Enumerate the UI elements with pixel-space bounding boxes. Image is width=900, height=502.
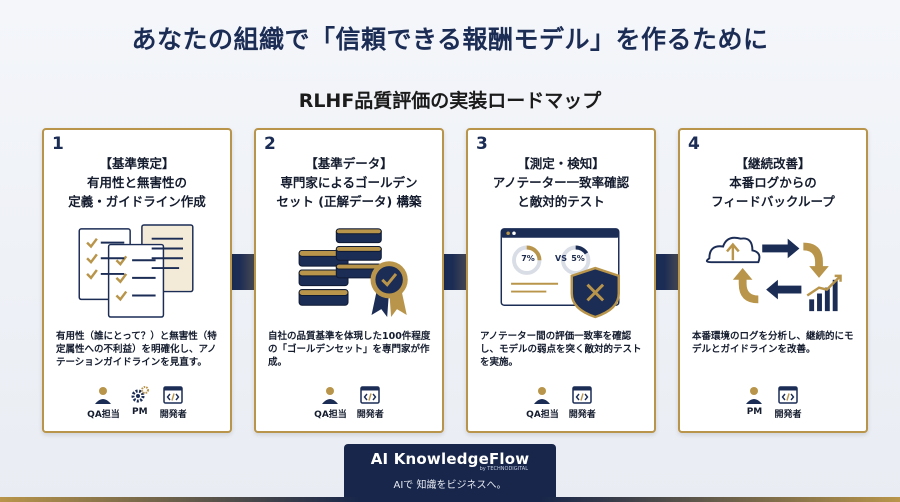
role-qa: QA担当	[526, 385, 559, 420]
step-title: 【測定・検知】 アノテーター一致率確認 と敵対的テスト	[492, 156, 630, 209]
role-developer: 開発者	[569, 385, 596, 420]
person-icon	[322, 387, 339, 404]
role-developer: 開発者	[774, 385, 802, 420]
step-number: 3	[476, 134, 488, 154]
comparison-dashboard-icon	[500, 228, 620, 319]
step-number: 2	[264, 134, 276, 154]
role-developer: 開発者	[160, 385, 187, 420]
step-card-4: 4 【継続改善】 本番ログからの フィードバックループ 本番環境のログを分析し、…	[678, 128, 868, 433]
step-card-2: 2 【基準データ】 専門家によるゴールデン セット (正解データ) 構築 自社の…	[254, 128, 444, 433]
code-window-icon	[778, 386, 798, 404]
brand-byline: by TECHNODIGITAL	[479, 466, 528, 472]
score-left: 7%	[521, 254, 535, 263]
step-number: 4	[688, 134, 700, 154]
role-qa: QA担当	[314, 385, 347, 420]
role-list: QA担当 開発者	[256, 385, 442, 420]
person-icon	[746, 387, 763, 404]
step-description: 本番環境のログを分析し、継続的にモデルとガイドラインを改善。	[692, 331, 854, 355]
step-description: アノテーター間の評価一致率を確認し、モデルの弱点を突く敵対的テストを実施。	[480, 331, 642, 368]
role-list: PM 開発者	[680, 385, 866, 420]
role-list: QA担当 開発者	[468, 385, 654, 420]
score-right: 5%	[571, 254, 585, 263]
brand-tagline: AIで 知識をビジネスへ。	[393, 480, 507, 491]
brand-name: AI KnowledgeFlow	[370, 450, 530, 468]
role-developer: 開発者	[357, 385, 384, 420]
person-icon	[534, 387, 551, 404]
role-list: QA担当 PM 開発者	[44, 385, 230, 420]
cloud-upload-icon	[705, 236, 761, 264]
person-icon	[95, 387, 112, 404]
database-icon	[298, 228, 408, 317]
vs-label: VS	[555, 254, 567, 263]
role-qa: QA担当	[87, 385, 120, 420]
growth-chart-icon	[806, 274, 842, 312]
code-window-icon	[163, 386, 184, 404]
step-title: 【基準策定】 有用性と無害性の 定義・ガイドライン作成	[68, 156, 206, 209]
shield-x-icon	[570, 266, 620, 319]
gears-icon	[131, 386, 149, 403]
role-pm: PM	[130, 385, 150, 420]
step-card-1: 1 【基準策定】 有用性と無害性の 定義・ガイドライン作成 有用性（誰にとって？…	[42, 128, 232, 433]
step-description: 有用性（誰にとって？）と無害性（特定属性への不利益）を明確化し、アノテーションガ…	[56, 331, 217, 368]
step-number: 1	[52, 134, 64, 154]
award-badge-icon	[370, 261, 408, 317]
page-title: あなたの組織で「信頼できる報酬モデル」を作るために	[131, 25, 769, 54]
step-card-3: 3 【測定・検知】 アノテーター一致率確認 と敵対的テスト 7% VS 5% ア…	[466, 128, 656, 433]
code-window-icon	[572, 386, 593, 404]
role-pm: PM	[744, 385, 764, 420]
document-stack-icon	[78, 224, 194, 318]
cycle-arrows-icon	[732, 238, 829, 304]
bottom-accent-bar	[0, 497, 900, 502]
step-description: 自社の品質基準を体現した100件程度の「ゴールデンセット」を専門家が作成。	[268, 331, 431, 368]
step-title: 【基準データ】 専門家によるゴールデン セット (正解データ) 構築	[276, 156, 422, 209]
step-title: 【継続改善】 本番ログからの フィードバックループ	[711, 156, 835, 209]
roadmap-subtitle: RLHF品質評価の実装ロードマップ	[298, 90, 602, 112]
feedback-loop-illustration	[705, 236, 842, 312]
brand-footer: AI KnowledgeFlow by TECHNODIGITAL AIで 知識…	[344, 444, 556, 502]
code-window-icon	[360, 386, 381, 404]
